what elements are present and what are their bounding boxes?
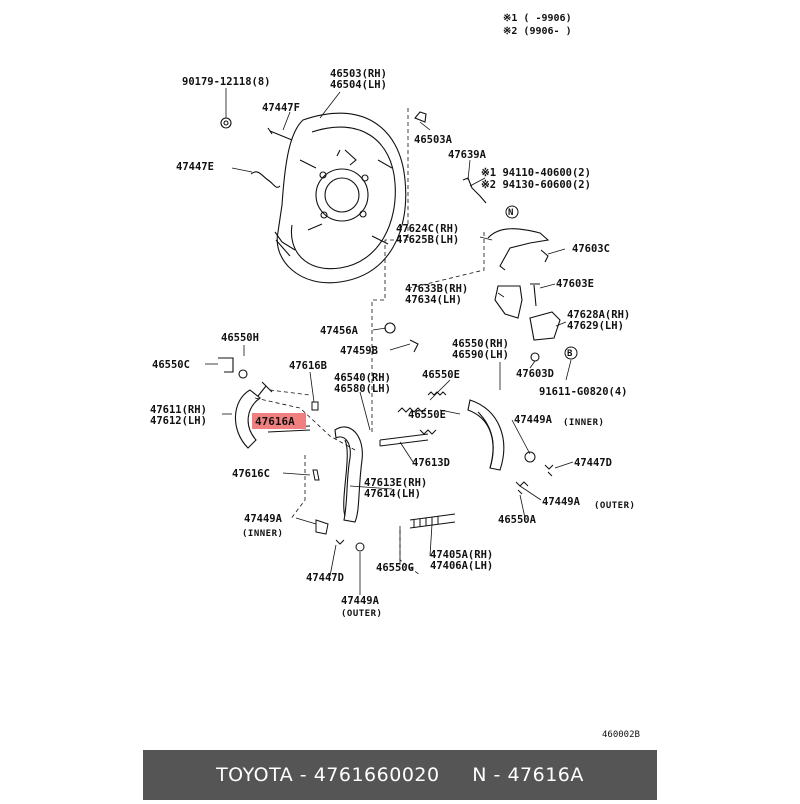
callout-94110-40600: ※1 94110-40600(2) (481, 167, 591, 179)
callout-47613d: 47613D (412, 457, 450, 469)
callout-47456a: 47456A (320, 325, 359, 337)
callout-47624c: 47624C(RH) (396, 223, 459, 235)
label-inner-left: (INNER) (242, 529, 283, 539)
callout-46550e-upper: 46550E (422, 369, 460, 381)
separator: - (293, 764, 314, 786)
callout-47449a-right-outer: 47449A (542, 496, 581, 508)
callout-47612: 47612(LH) (150, 415, 207, 427)
callout-47447e: 47447E (176, 161, 214, 173)
callout-47603d: 47603D (516, 368, 554, 380)
callout-46504: 46504(LH) (330, 79, 387, 91)
callout-47625b: 47625B(LH) (396, 234, 459, 246)
label-outer-left: (OUTER) (341, 609, 382, 619)
callout-47449a-left-outer: 47449A (341, 595, 380, 607)
callout-labels: 90179-12118(8) 46503(RH) 46504(LH) 47447… (150, 68, 640, 740)
svg-text:N: N (508, 208, 514, 218)
callout-46550g: 46550G (376, 562, 414, 574)
backing-plate-drawing (274, 112, 407, 284)
callout-46503a: 46503A (414, 134, 453, 146)
callout-46540: 46540(RH) (334, 372, 391, 384)
callout-47616c: 47616C (232, 468, 270, 480)
callout-94130-60600: ※2 94130-60600(2) (481, 179, 591, 191)
marker-b: B (564, 346, 578, 360)
callout-47639a: 47639A (448, 149, 487, 161)
callout-46550e-lower: 46550E (408, 409, 446, 421)
callout-47447d-right: 47447D (574, 457, 612, 469)
callout-47449a-left-inner: 47449A (244, 513, 283, 525)
separator-ref: N - (439, 764, 508, 786)
part-number: 4761660020 (313, 764, 440, 786)
figure-code: 460002B (602, 730, 640, 740)
highlight-box (252, 413, 306, 429)
callout-47405a: 47405A(RH) (430, 549, 493, 561)
reference-code: 47616A (507, 764, 584, 786)
small-parts-top (218, 111, 561, 379)
callout-46550: 46550(RH) (452, 338, 509, 350)
callout-47447d-left: 47447D (306, 572, 344, 584)
callout-47616a-highlighted: 47616A (255, 415, 295, 428)
callout-47447f: 47447F (262, 102, 300, 114)
callout-46550c: 46550C (152, 359, 190, 371)
callout-46503: 46503(RH) (330, 68, 387, 80)
callout-47406a: 47406A(LH) (430, 560, 493, 572)
label-inner-right: (INNER) (563, 418, 604, 428)
note-2: ※2 (9906- ) (503, 26, 572, 37)
callout-46550h: 46550H (221, 332, 259, 344)
callout-47449a-right-inner: 47449A (514, 414, 553, 426)
callout-47614: 47614(LH) (364, 488, 421, 500)
callout-47633b: 47633B(RH) (405, 283, 468, 295)
dashed-guides (254, 108, 485, 576)
marker-n: N (505, 205, 519, 219)
callout-46590: 46590(LH) (452, 349, 509, 361)
callout-47634: 47634(LH) (405, 294, 462, 306)
callout-46580: 46580(LH) (334, 383, 391, 395)
callout-47603c: 47603C (572, 243, 610, 255)
callout-47603e: 47603E (556, 278, 594, 290)
svg-text:B: B (567, 349, 573, 359)
callout-47616b: 47616B (289, 360, 327, 372)
callout-47459b: 47459B (340, 345, 378, 357)
leader-lines (205, 88, 574, 595)
callout-46550a: 46550A (498, 514, 537, 526)
brand-name: TOYOTA (216, 764, 294, 786)
brake-shoes-drawing (234, 381, 505, 523)
label-outer-right: (OUTER) (594, 501, 635, 511)
callout-91611-g0820: 91611-G0820(4) (539, 386, 628, 398)
callout-47613e: 47613E(RH) (364, 477, 427, 489)
note-1: ※1 ( -9906) (503, 13, 572, 24)
callout-47628a: 47628A(RH) (567, 309, 630, 321)
caption-bar: TOYOTA - 4761660020 N - 47616A (143, 750, 657, 800)
callout-90179-12118: 90179-12118(8) (182, 76, 271, 88)
callout-47629: 47629(LH) (567, 320, 624, 332)
callout-47611: 47611(RH) (150, 404, 207, 416)
